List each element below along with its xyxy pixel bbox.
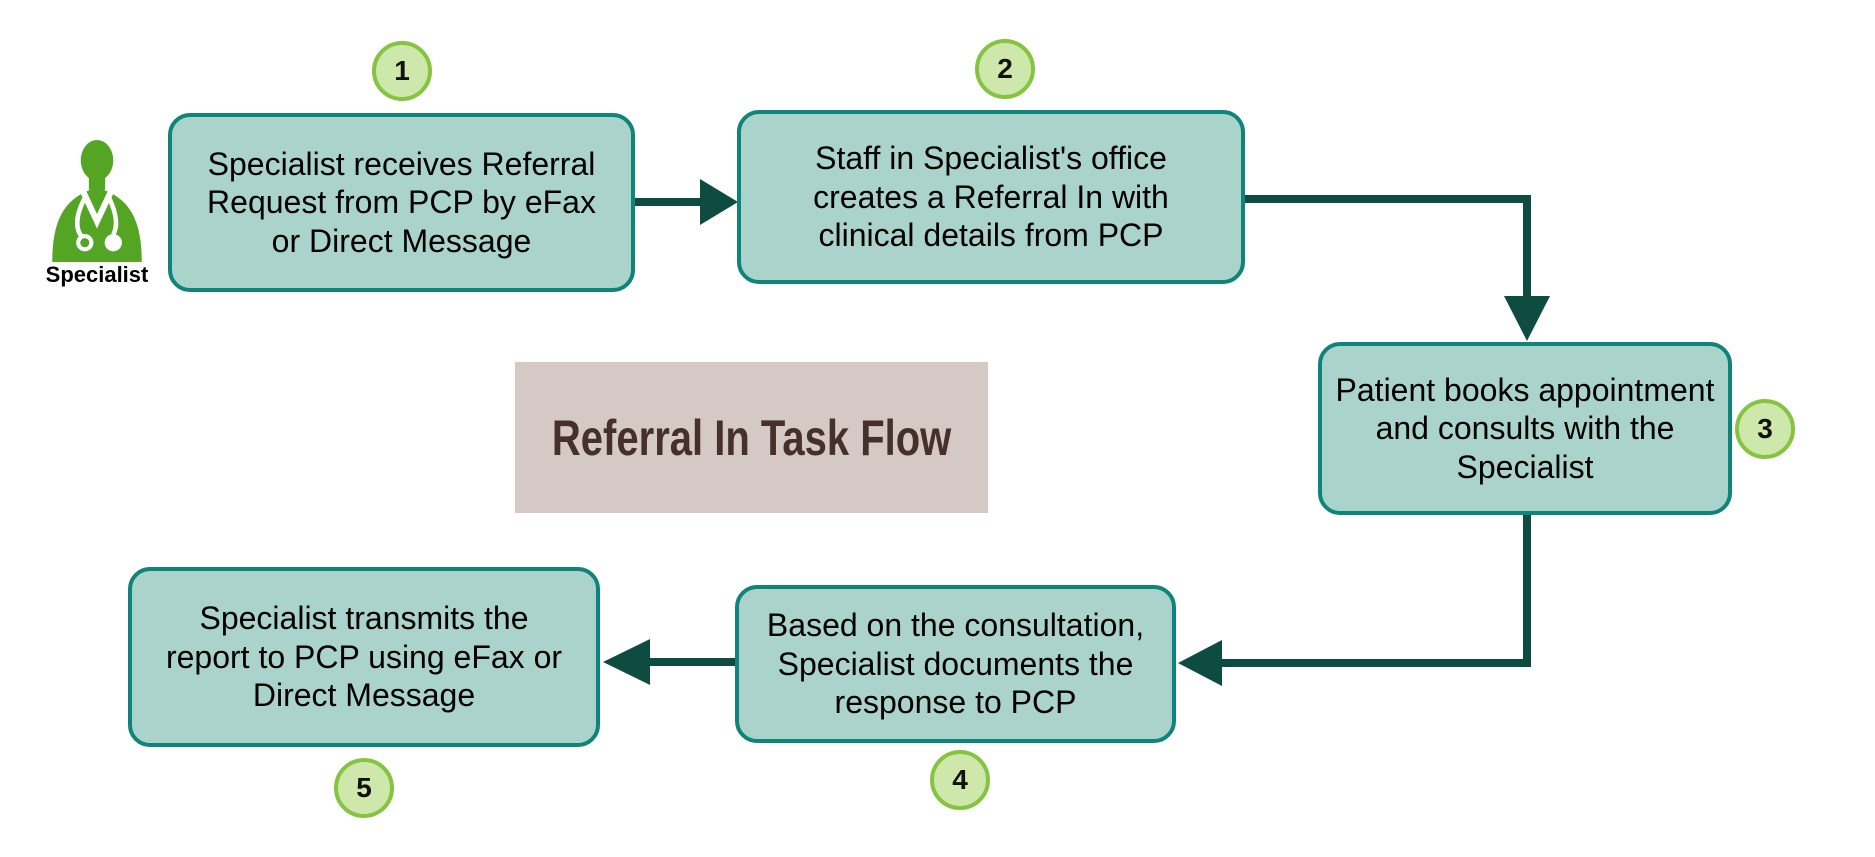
step-text-4: Based on the consultation, Specialist do… (766, 607, 1145, 721)
arrow-step4-to-step5 (603, 639, 735, 685)
diagram-title: Referral In Task Flow (551, 409, 952, 466)
step-box-3: Patient books appointment and consults w… (1318, 342, 1732, 515)
step-box-4: Based on the consultation, Specialist do… (735, 585, 1176, 743)
step-text-3: Patient books appointment and consults w… (1335, 371, 1715, 485)
connector-step3-to-step4 (1178, 515, 1531, 686)
connector-step2-to-step3 (1245, 195, 1550, 341)
step-number-badge-4: 4 (930, 750, 990, 810)
step-number-3: 3 (1757, 413, 1773, 444)
actor-specialist: Specialist (32, 140, 162, 288)
doctor-icon (52, 140, 142, 262)
step-number-4: 4 (952, 764, 968, 795)
step-number-badge-5: 5 (334, 758, 394, 818)
step-number-1: 1 (394, 55, 410, 86)
step-box-1: Specialist receives Referral Request fro… (168, 113, 635, 292)
step-number-badge-1: 1 (372, 41, 432, 101)
step-text-5: Specialist transmits the report to PCP u… (165, 600, 563, 714)
actor-label: Specialist (45, 262, 149, 287)
step-box-2: Staff in Specialist's office creates a R… (737, 110, 1245, 284)
step-number-badge-3: 3 (1735, 399, 1795, 459)
step-number-5: 5 (356, 772, 372, 803)
step-number-badge-2: 2 (975, 39, 1035, 99)
diagram-title-box: Referral In Task Flow (515, 362, 988, 513)
step-text-1: Specialist receives Referral Request fro… (207, 145, 596, 259)
arrow-step1-to-step2 (635, 179, 738, 225)
step-number-2: 2 (997, 53, 1013, 84)
step-box-5: Specialist transmits the report to PCP u… (128, 567, 600, 747)
step-text-2: Staff in Specialist's office creates a R… (813, 140, 1169, 254)
